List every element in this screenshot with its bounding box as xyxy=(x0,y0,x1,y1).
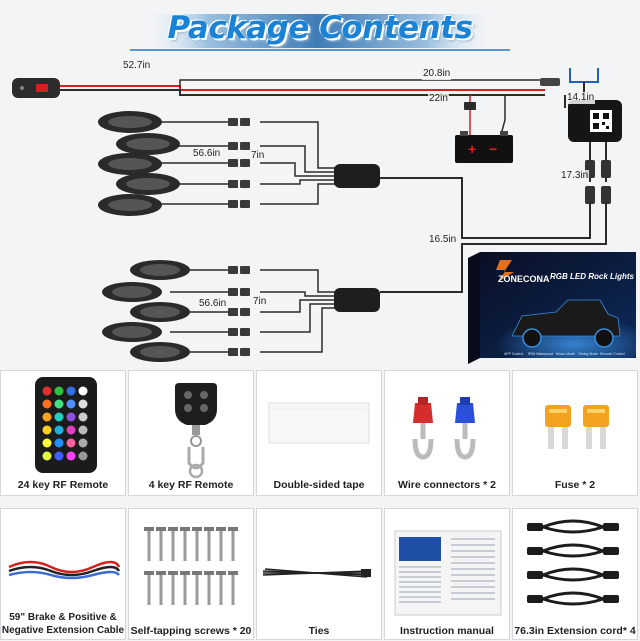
extension-cords-icon xyxy=(527,519,619,606)
screws-icon xyxy=(144,527,238,605)
svg-text:+: + xyxy=(468,141,476,157)
item-caption-line: Negative Extension Cable xyxy=(1,625,125,636)
item-caption: Instruction manual xyxy=(400,625,494,637)
title-banner xyxy=(130,14,510,51)
switch-cable-length: 52.7in xyxy=(122,60,152,72)
item-caption: Fuse * 2 xyxy=(554,479,596,491)
wiring-diagram: + − xyxy=(12,68,622,362)
item-fuses: Fuse * 2 xyxy=(512,370,638,496)
item-caption: Wire connectors * 2 xyxy=(398,479,496,491)
product-box: ZONECONA RGB LED Rock Lights APP Control… xyxy=(468,252,636,364)
product-box-art xyxy=(468,252,636,364)
item-caption: 59" Brake & Positive & Negative Extensio… xyxy=(1,611,125,637)
item-caption: Double-sided tape xyxy=(273,479,365,491)
battery-icon: + − xyxy=(455,131,513,163)
item-double-sided-tape: Double-sided tape xyxy=(256,370,382,496)
item-caption: Ties xyxy=(308,625,330,637)
item-caption: 76.3in Extension cord* 4 xyxy=(514,625,636,637)
rock-light-pod xyxy=(102,322,162,342)
rf-remote-24-key-icon xyxy=(35,377,97,473)
rock-light-pod xyxy=(98,153,162,175)
main-cable-length: 20.8in xyxy=(422,68,452,80)
rock-light-pod xyxy=(98,194,162,216)
box-feature: APP Control xyxy=(504,352,524,356)
box-feature: Remote Control xyxy=(600,352,625,356)
accessories-row-1: 24 key RF Remote 4 key RF Remote Double-… xyxy=(0,370,640,496)
box-feature: Timing Mode xyxy=(578,352,599,356)
box-feature: IP68 Waterproof xyxy=(528,352,554,356)
switch-unit xyxy=(12,78,60,98)
rf-remote-4-key-icon xyxy=(175,383,217,479)
controller-input-length: 14.1in xyxy=(566,92,596,104)
rock-light-pod xyxy=(102,282,162,302)
box-brand: ZONECONA xyxy=(498,274,550,284)
page-title: Package Contents xyxy=(167,10,473,46)
fuses-icon xyxy=(545,405,609,449)
controller-output-length: 17.3in xyxy=(560,170,590,182)
extension-cable-icon xyxy=(8,560,121,580)
rock-light-pod xyxy=(130,302,190,322)
rock-light-pod xyxy=(116,133,180,155)
item-instruction-manual: Instruction manual xyxy=(384,508,510,640)
controller-box xyxy=(380,68,622,293)
rock-light-pod xyxy=(116,173,180,195)
item-4-key-remote: 4 key RF Remote xyxy=(128,370,254,496)
rock-light-pod xyxy=(130,342,190,362)
item-caption-line: 59" Brake & Positive & xyxy=(9,612,117,623)
svg-text:−: − xyxy=(489,141,497,157)
item-extension-cable: 59" Brake & Positive & Negative Extensio… xyxy=(0,508,126,640)
rock-light-pod xyxy=(98,111,162,133)
item-screws: Self-tapping screws * 20 xyxy=(128,508,254,640)
accessories-row-2: 59" Brake & Positive & Negative Extensio… xyxy=(0,508,640,640)
hub-link-length: 16.5in xyxy=(428,234,458,246)
lower-light-group xyxy=(102,260,380,362)
double-sided-tape-icon xyxy=(268,402,370,444)
lower-splitter-length: 56.6in xyxy=(198,298,228,310)
item-extension-cords: 76.3in Extension cord* 4 xyxy=(512,508,638,640)
wire-connectors-icon xyxy=(412,397,476,460)
item-caption: Self-tapping screws * 20 xyxy=(130,625,252,637)
power-cables xyxy=(60,78,566,139)
cable-ties-icon xyxy=(262,568,371,578)
upper-light-group xyxy=(98,111,380,216)
upper-splitter-length: 56.6in xyxy=(192,148,222,160)
item-caption: 24 key RF Remote xyxy=(17,479,109,491)
item-caption: 4 key RF Remote xyxy=(148,479,234,491)
upper-splitter-short-length: 7in xyxy=(250,150,266,162)
instruction-manual-icon xyxy=(394,530,502,616)
item-wire-connectors: Wire connectors * 2 xyxy=(384,370,510,496)
box-title: RGB LED Rock Lights xyxy=(550,272,635,281)
battery-cable-length: 22in xyxy=(428,93,449,105)
item-24-key-remote: 24 key RF Remote xyxy=(0,370,126,496)
rock-light-pod xyxy=(130,260,190,280)
box-feature: Music Mode xyxy=(556,352,575,356)
lower-splitter-short-length: 7in xyxy=(252,296,268,308)
item-cable-ties: Ties xyxy=(256,508,382,640)
